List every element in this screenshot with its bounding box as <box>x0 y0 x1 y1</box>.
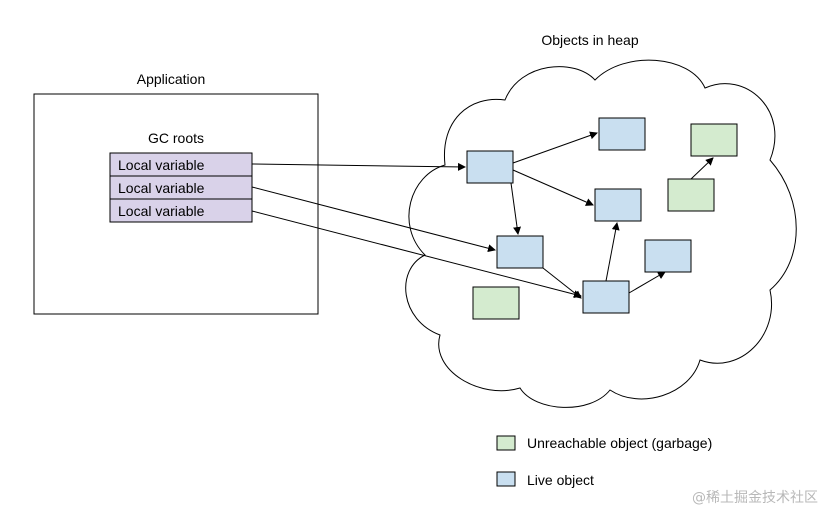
legend-swatch-live <box>496 471 516 487</box>
live-object <box>594 188 642 222</box>
object-reference-arrow <box>690 157 714 180</box>
root-variable-label: Local variable <box>118 203 205 219</box>
legend-label-live: Live object <box>527 472 594 488</box>
root-variable-cell <box>109 198 253 223</box>
heap-cloud <box>405 59 797 408</box>
garbage-object <box>667 178 715 212</box>
gc-roots-label: GC roots <box>148 130 204 146</box>
watermark: @稀土掘金技术社区 <box>692 490 818 506</box>
garbage-object <box>472 286 520 320</box>
object-reference-arrow <box>512 169 594 206</box>
root-variable-label: Local variable <box>118 157 205 173</box>
reference-arrows <box>251 131 714 299</box>
legend-label-unreachable: Unreachable object (garbage) <box>527 435 712 451</box>
object-reference-arrow <box>542 267 582 299</box>
root-reference-arrow <box>251 210 582 299</box>
live-object <box>644 239 692 273</box>
application-title: Application <box>137 71 206 87</box>
object-reference-arrow <box>510 182 522 235</box>
root-reference-arrow <box>251 162 466 171</box>
live-object <box>582 280 630 314</box>
heap-objects <box>466 117 738 320</box>
object-reference-arrow <box>628 271 666 294</box>
legend: Unreachable object (garbage) Live object <box>496 435 712 488</box>
root-variable-label: Local variable <box>118 180 205 196</box>
live-object <box>466 150 514 184</box>
root-reference-arrow <box>251 186 496 253</box>
object-reference-arrow <box>605 222 620 282</box>
legend-swatch-unreachable <box>496 435 516 451</box>
live-object <box>496 235 544 269</box>
live-object <box>598 117 646 151</box>
root-variable-list: Local variable Local variable Local vari… <box>109 152 253 223</box>
heap-title: Objects in heap <box>541 32 638 48</box>
garbage-object <box>690 123 738 157</box>
object-reference-arrow <box>512 131 598 164</box>
